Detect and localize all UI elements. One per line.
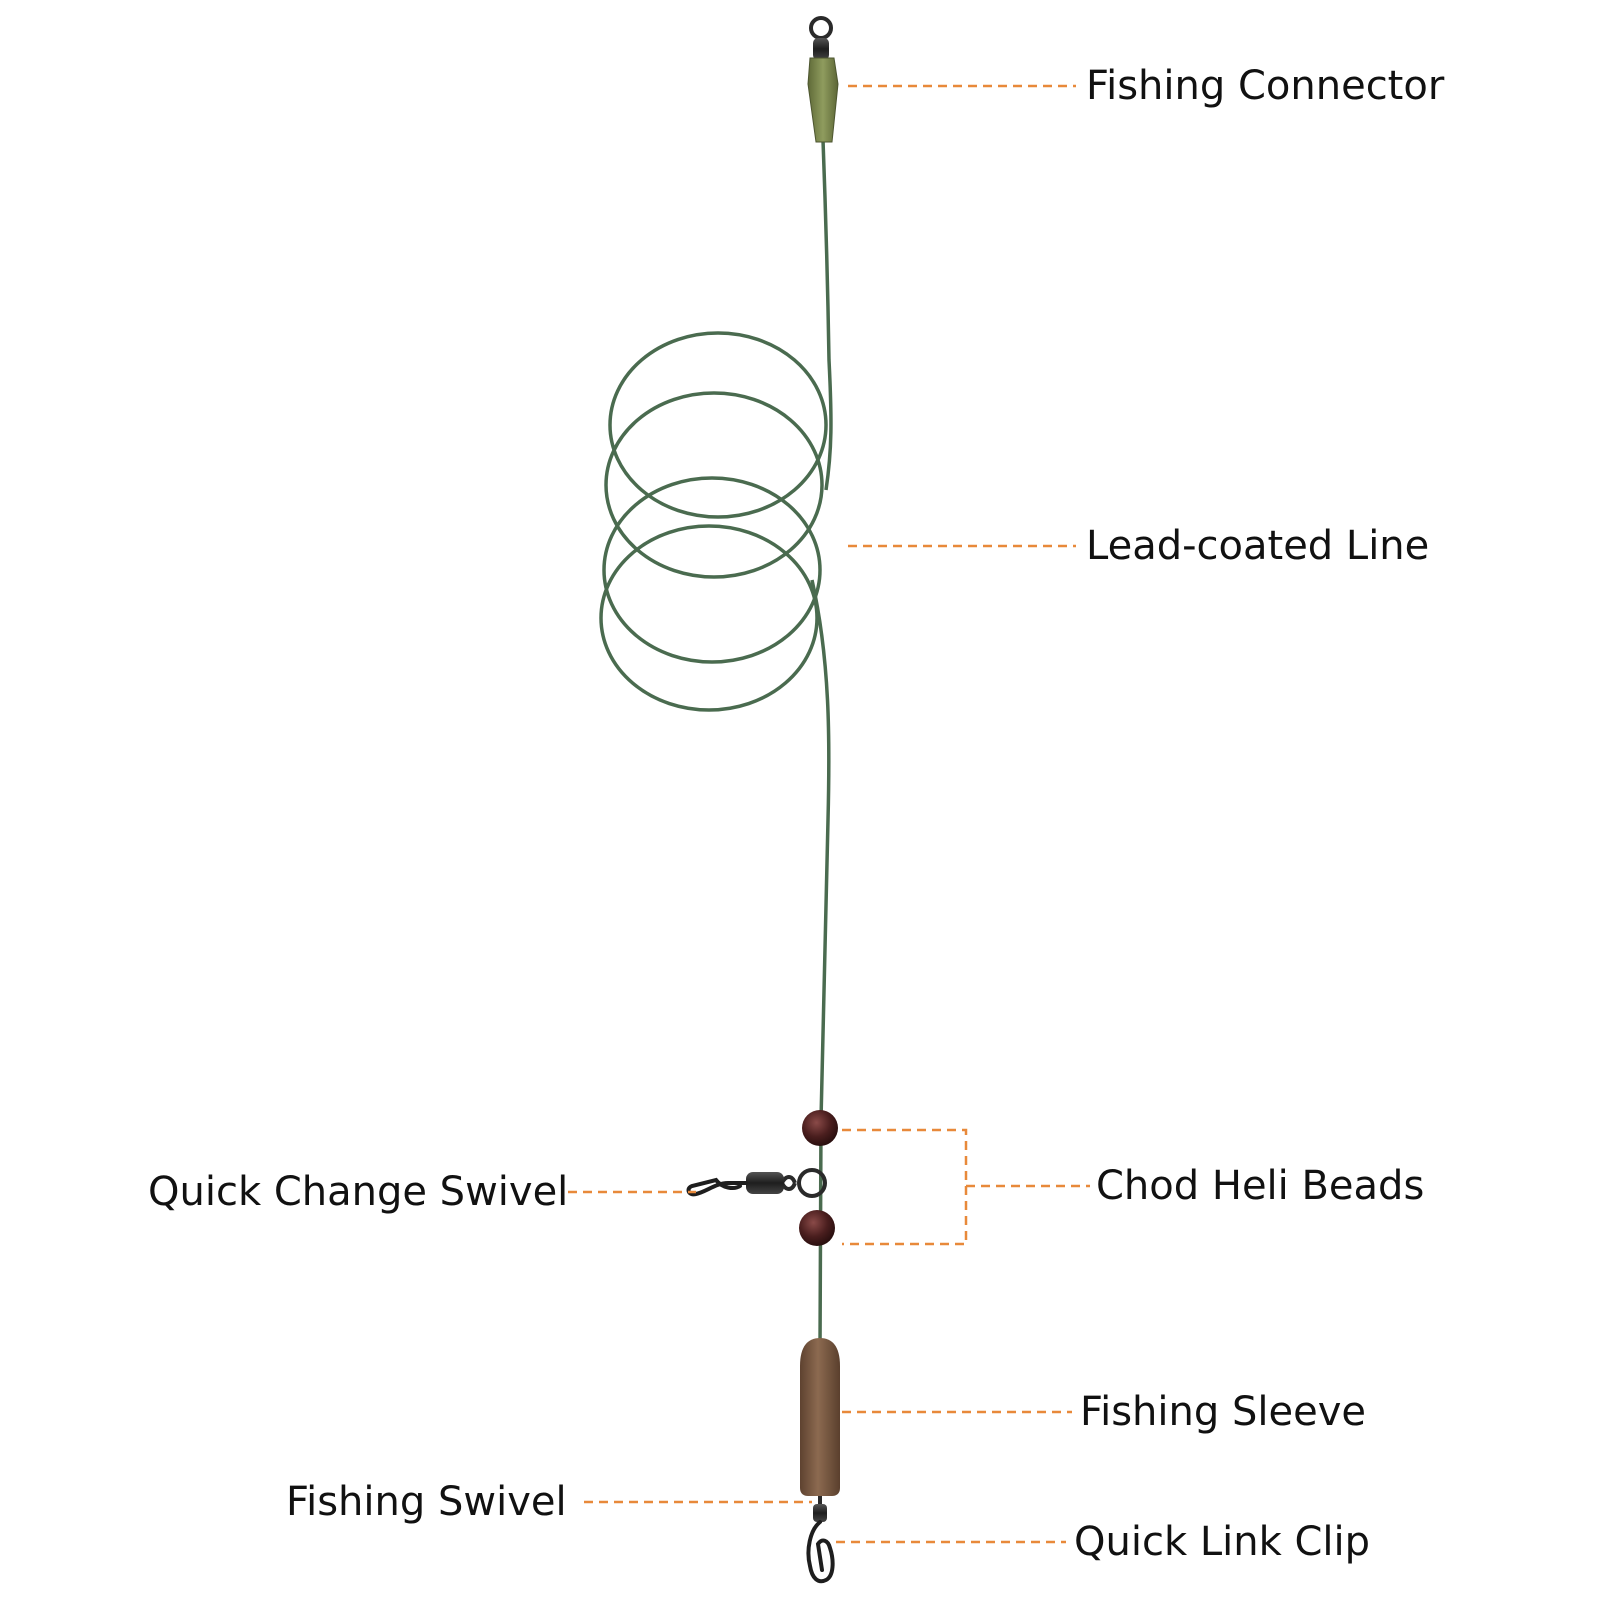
chod-bead-top bbox=[802, 1110, 838, 1146]
leader-chod-heli-beads bbox=[842, 1128, 1090, 1246]
line-coil-1 bbox=[608, 331, 828, 519]
line-upper-segment bbox=[821, 139, 833, 491]
lead-coated-line bbox=[599, 139, 833, 1351]
label-quick-link-clip: Quick Link Clip bbox=[1074, 1519, 1370, 1565]
fishing-swivel bbox=[813, 1496, 827, 1522]
chod-bead-bottom bbox=[799, 1210, 835, 1246]
leader-lines bbox=[568, 84, 1090, 1544]
connector-sleeve bbox=[807, 57, 839, 143]
label-chod-heli-beads: Chod Heli Beads bbox=[1096, 1163, 1425, 1209]
line-coil-4 bbox=[599, 524, 819, 712]
connector-swivel-body bbox=[813, 38, 829, 60]
connector-ring bbox=[809, 16, 833, 40]
fishing-sleeve bbox=[800, 1338, 840, 1496]
line-coil-2 bbox=[604, 391, 824, 579]
label-fishing-swivel: Fishing Swivel bbox=[286, 1479, 567, 1525]
line-coil-3 bbox=[602, 476, 822, 664]
label-quick-change-swivel: Quick Change Swivel bbox=[148, 1169, 569, 1215]
quick-link-clip bbox=[806, 1520, 835, 1584]
fishing-connector bbox=[807, 16, 839, 143]
label-fishing-connector: Fishing Connector bbox=[1086, 63, 1445, 109]
quick-change-clip bbox=[686, 1177, 748, 1197]
swivel-ring bbox=[797, 1168, 827, 1198]
quick-change-swivel bbox=[686, 1168, 827, 1198]
fishing-swivel-barrel bbox=[813, 1504, 827, 1522]
swivel-barrel bbox=[746, 1172, 784, 1194]
label-lead-coated-line: Lead-coated Line bbox=[1086, 523, 1430, 569]
line-lower-segment bbox=[810, 579, 831, 1351]
label-fishing-sleeve: Fishing Sleeve bbox=[1080, 1389, 1366, 1435]
